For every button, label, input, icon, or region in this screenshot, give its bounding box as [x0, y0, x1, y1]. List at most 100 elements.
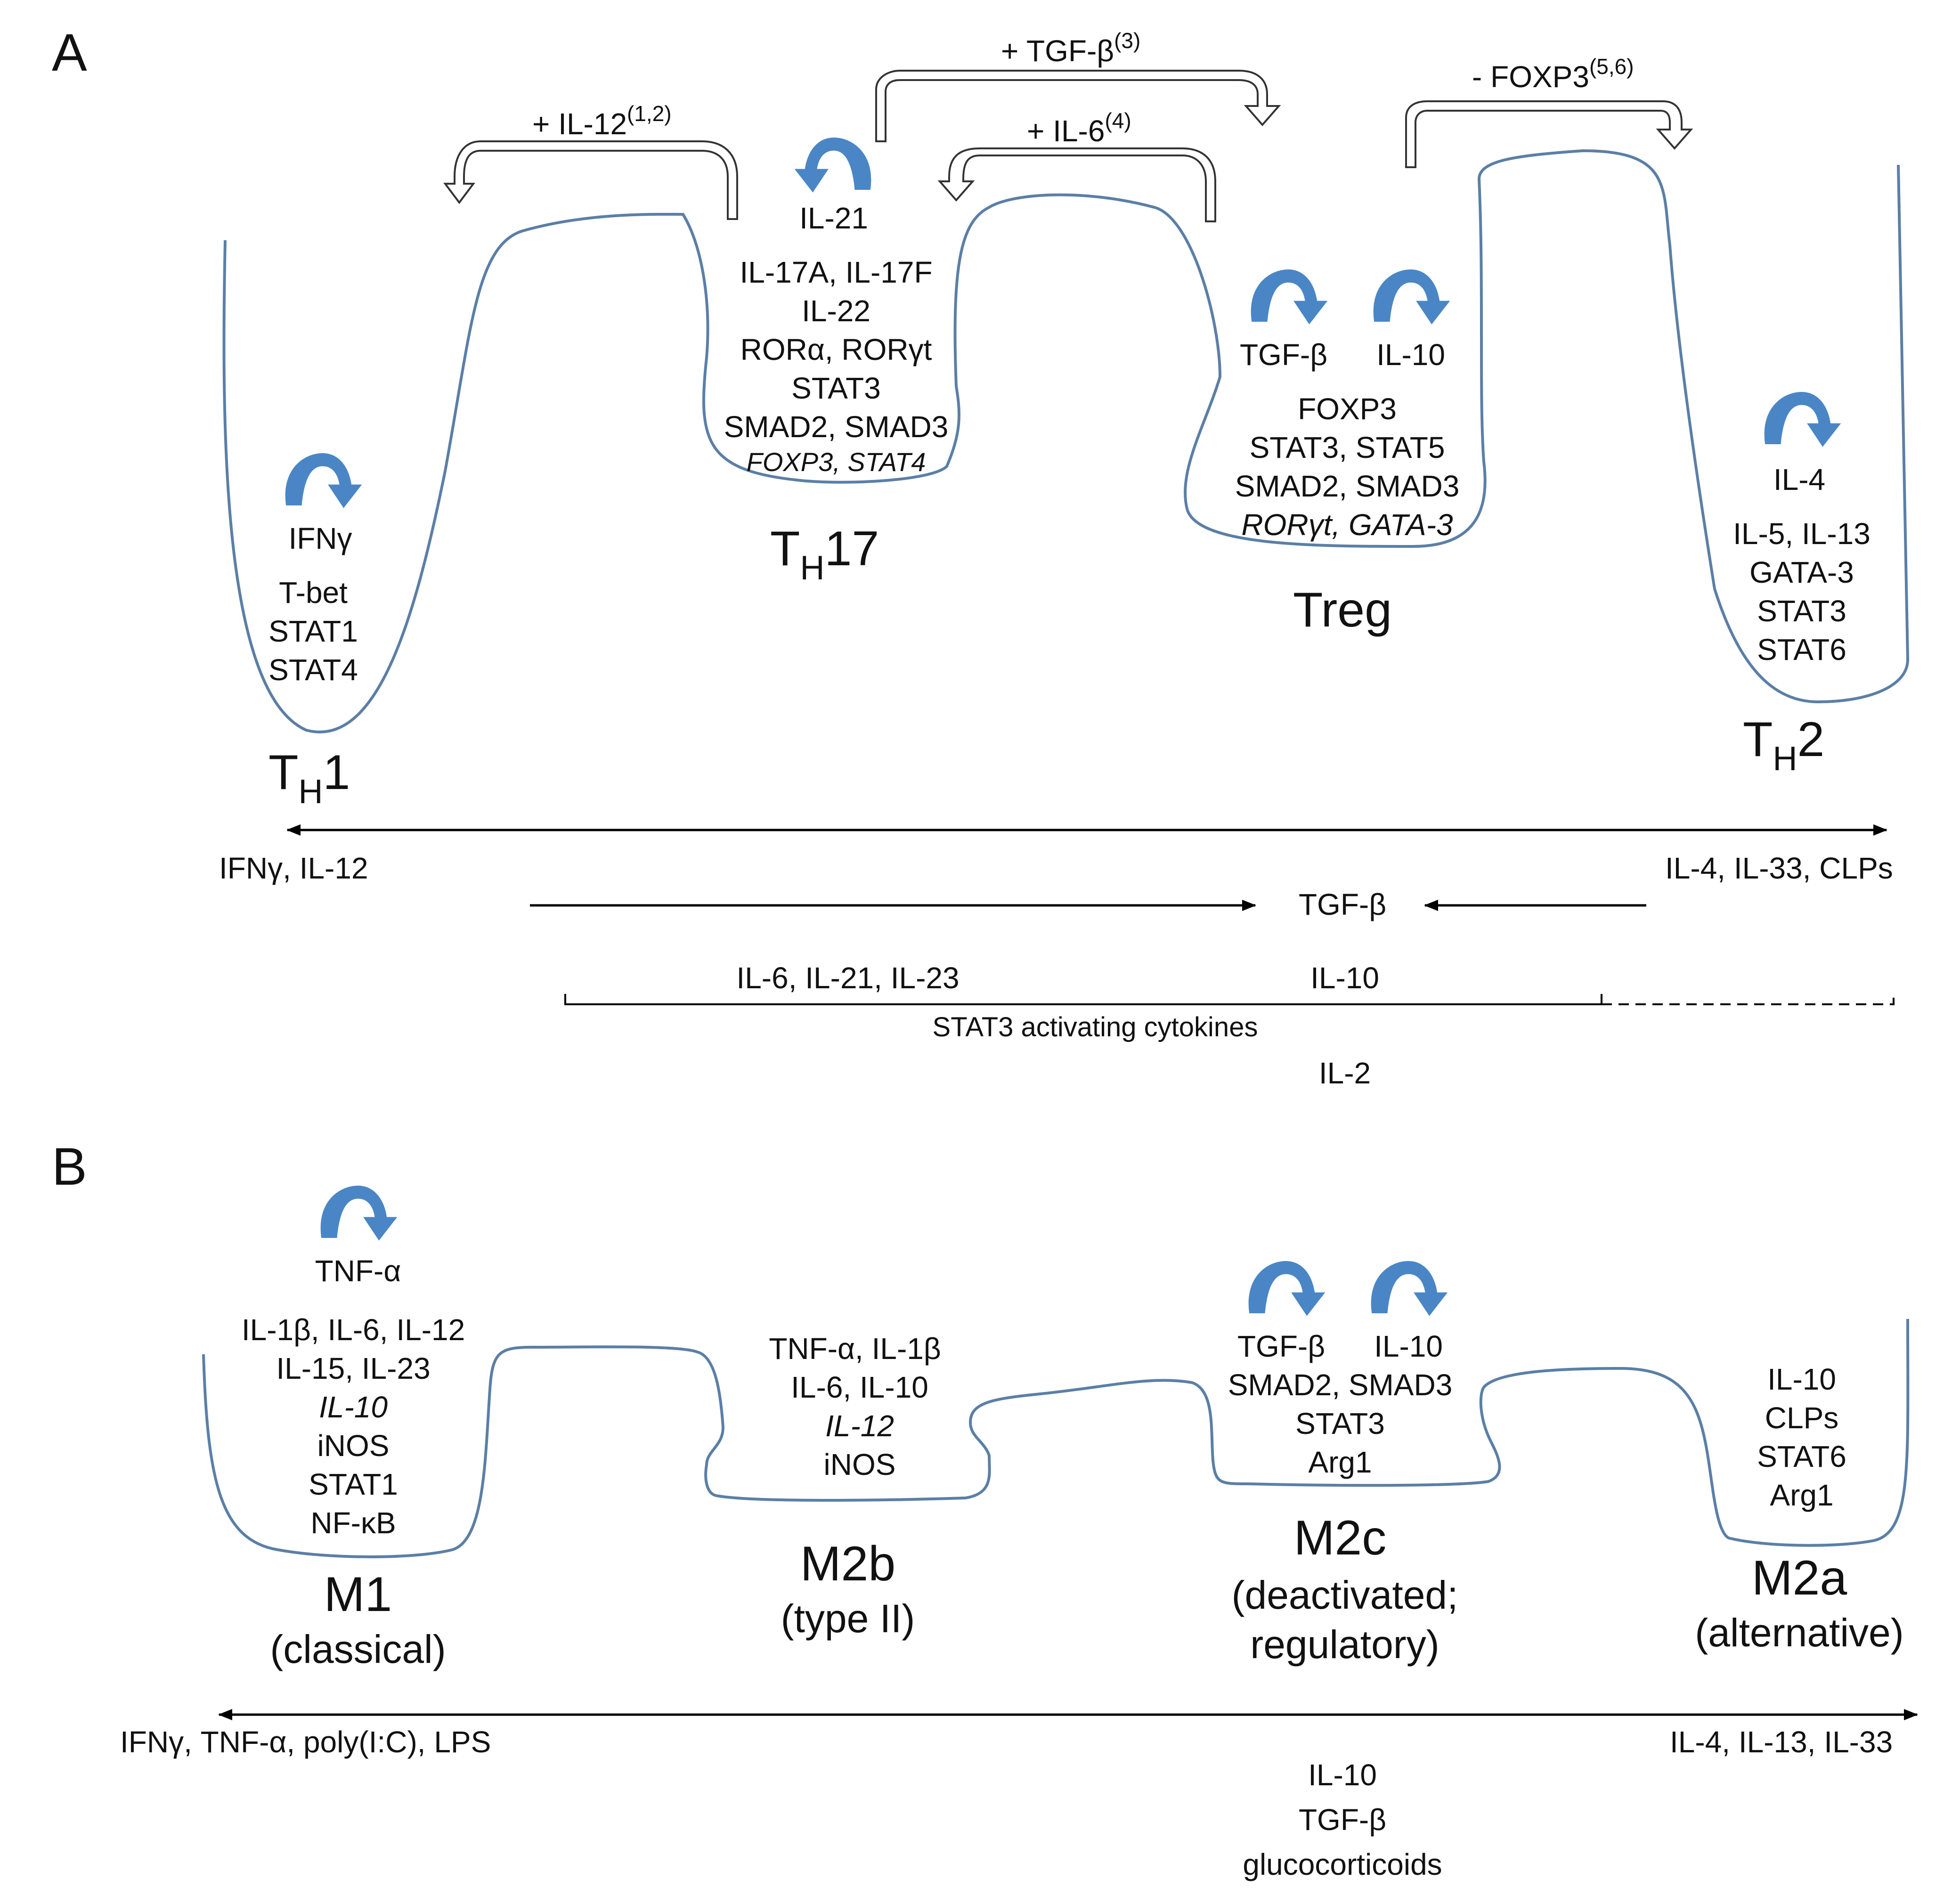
- loop-arrow-treg-il10-icon: [1373, 269, 1450, 325]
- stat3-bracket: [564, 994, 1602, 1005]
- label-foxp3: - FOXP3(5,6): [1472, 54, 1634, 94]
- treg-line: SMAD2, SMAD3: [1235, 469, 1460, 503]
- bend-arrow-tgfb: [875, 70, 1281, 142]
- m2a-line: STAT6: [1757, 1440, 1846, 1473]
- loop-arrow-il21-icon: [794, 137, 871, 193]
- th2-line: GATA-3: [1749, 555, 1854, 589]
- treg-well: TGF-β IL-10 FOXP3 STAT3, STAT5 SMAD2, SM…: [1235, 338, 1460, 637]
- m2b-line: IL-6, IL-10: [791, 1370, 928, 1404]
- axis-b-bottom-labels: IL-10 TGF-β glucocorticoids: [1243, 1758, 1442, 1881]
- bend-arrow-il12: [443, 140, 738, 220]
- m1-line: IL-1β, IL-6, IL-12: [242, 1313, 465, 1347]
- m2c-well: TGF-β IL-10 SMAD2, SMAD3 STAT3 Arg1 M2c …: [1228, 1329, 1458, 1667]
- label-il12: + IL-12(1,2): [532, 101, 672, 141]
- m1-line: NF-κB: [310, 1506, 396, 1540]
- th1-line: STAT1: [268, 614, 358, 648]
- m1-loop-label: TNF-α: [315, 1254, 401, 1288]
- th17-line: IL-22: [802, 294, 870, 328]
- loop-arrow-tnfa-icon: [320, 1185, 398, 1241]
- loop-arrow-treg-tgfb-icon: [1251, 269, 1328, 325]
- bracket-left-label: IL-6, IL-21, IL-23: [736, 961, 959, 995]
- loop-arrow-m2c-tgfb-icon: [1248, 1261, 1326, 1316]
- bracket-caption: STAT3 activating cytokines: [933, 1012, 1258, 1042]
- m2b-line: TNF-α, IL-1β: [769, 1332, 941, 1366]
- th1-well: IFNγ T-bet STAT1 STAT4: [268, 521, 358, 687]
- panel-b-label: B: [52, 1137, 87, 1196]
- m1-line: IL-15, IL-23: [276, 1351, 430, 1385]
- th17-line: IL-17A, IL-17F: [740, 255, 932, 289]
- axis-b-right-label: IL-4, IL-13, IL-33: [1670, 1725, 1893, 1759]
- label-il6: + IL-6(4): [1027, 108, 1131, 148]
- m1-line: STAT1: [309, 1467, 398, 1501]
- m2b-title: M2b: [800, 1537, 895, 1591]
- m1-well: TNF-α IL-1β, IL-6, IL-12 IL-15, IL-23 IL…: [242, 1254, 465, 1671]
- panel-a-label: A: [52, 23, 87, 82]
- axis-b-left-label: IFNγ, TNF-α, poly(I:C), LPS: [120, 1725, 491, 1759]
- m2a-line: IL-10: [1767, 1362, 1836, 1396]
- axis-b-bottom-label: TGF-β: [1299, 1803, 1386, 1837]
- th2-line: IL-5, IL-13: [1733, 517, 1871, 551]
- stat3-bracket-dashed: [1602, 994, 1895, 1005]
- th1-loop-label: IFNγ: [288, 521, 352, 555]
- macrophage-landscape-curve: [202, 1318, 1910, 1558]
- th1-title: TH1: [268, 745, 350, 811]
- th17-well: IL-21 IL-17A, IL-17F IL-22 RORα, RORγt S…: [724, 201, 949, 477]
- th2-well: IL-4 IL-5, IL-13 GATA-3 STAT3 STAT6: [1733, 463, 1871, 667]
- th2-loop-label: IL-4: [1773, 463, 1825, 496]
- loop-arrow-ifng-icon: [285, 453, 362, 508]
- th2-title: TH2: [1743, 712, 1824, 778]
- label-tgfb: + TGF-β(3): [1001, 28, 1140, 68]
- axis-a-left-label: IFNγ, IL-12: [219, 851, 368, 885]
- th1-line: T-bet: [279, 576, 348, 610]
- axis-a-center-label: TGF-β: [1299, 887, 1386, 921]
- loop-arrow-m2c-il10-icon: [1371, 1261, 1448, 1316]
- m2c-line: SMAD2, SMAD3: [1228, 1368, 1453, 1402]
- m2b-italic-line: IL-12: [825, 1409, 894, 1443]
- axis-b-bottom-label: IL-10: [1308, 1758, 1377, 1792]
- m2a-description: (alternative): [1695, 1611, 1904, 1655]
- m1-title: M1: [324, 1567, 392, 1622]
- th2-line: STAT6: [1757, 633, 1846, 667]
- m1-line: iNOS: [317, 1429, 390, 1463]
- bend-arrow-il6: [937, 147, 1216, 222]
- th17-loop-label: IL-21: [799, 201, 868, 235]
- m2c-loop-label: IL-10: [1374, 1329, 1443, 1363]
- m2b-line: iNOS: [824, 1448, 896, 1481]
- th17-italic-line: FOXP3, STAT4: [747, 447, 926, 477]
- treg-line: STAT3, STAT5: [1250, 431, 1445, 464]
- bracket-right-label: IL-10: [1310, 961, 1379, 995]
- m1-italic-line: IL-10: [319, 1390, 388, 1424]
- th-landscape-curve: [222, 149, 1910, 733]
- th17-line: STAT3: [791, 371, 881, 405]
- m2a-well: IL-10 CLPs STAT6 Arg1 M2a (alternative): [1695, 1362, 1904, 1655]
- axis-b-bottom-label: glucocorticoids: [1243, 1847, 1442, 1881]
- treg-line: FOXP3: [1298, 392, 1397, 426]
- m2a-line: CLPs: [1765, 1401, 1839, 1435]
- treg-loop-label: TGF-β: [1240, 338, 1327, 372]
- th1-line: STAT4: [268, 653, 358, 687]
- m2c-title: M2c: [1294, 1511, 1386, 1565]
- th17-title: TH17: [770, 521, 879, 587]
- axis-a-bottom-label: IL-2: [1319, 1056, 1371, 1090]
- m1-description: (classical): [270, 1627, 446, 1671]
- treg-loop-label: IL-10: [1376, 338, 1445, 372]
- axis-a-right-label: IL-4, IL-33, CLPs: [1665, 851, 1893, 885]
- treg-title: Treg: [1293, 583, 1392, 637]
- m2c-description: (deactivated;: [1232, 1573, 1458, 1617]
- m2c-loop-label: TGF-β: [1237, 1329, 1325, 1363]
- loop-arrow-il4-icon: [1764, 391, 1841, 447]
- m2b-well: TNF-α, IL-1β IL-6, IL-10 IL-12 iNOS M2b …: [769, 1332, 941, 1641]
- m2c-line: STAT3: [1295, 1407, 1385, 1440]
- m2b-description: (type II): [781, 1596, 915, 1641]
- m2a-title: M2a: [1752, 1551, 1847, 1605]
- m2c-line: Arg1: [1308, 1445, 1372, 1479]
- th17-line: RORα, RORγt: [740, 333, 932, 366]
- th17-line: SMAD2, SMAD3: [724, 410, 949, 444]
- bend-arrow-foxp3: [1405, 100, 1693, 168]
- th2-line: STAT3: [1757, 594, 1846, 628]
- m2c-description: regulatory): [1250, 1622, 1440, 1667]
- m2a-line: Arg1: [1770, 1478, 1833, 1512]
- treg-italic-line: RORγt, GATA-3: [1241, 508, 1453, 542]
